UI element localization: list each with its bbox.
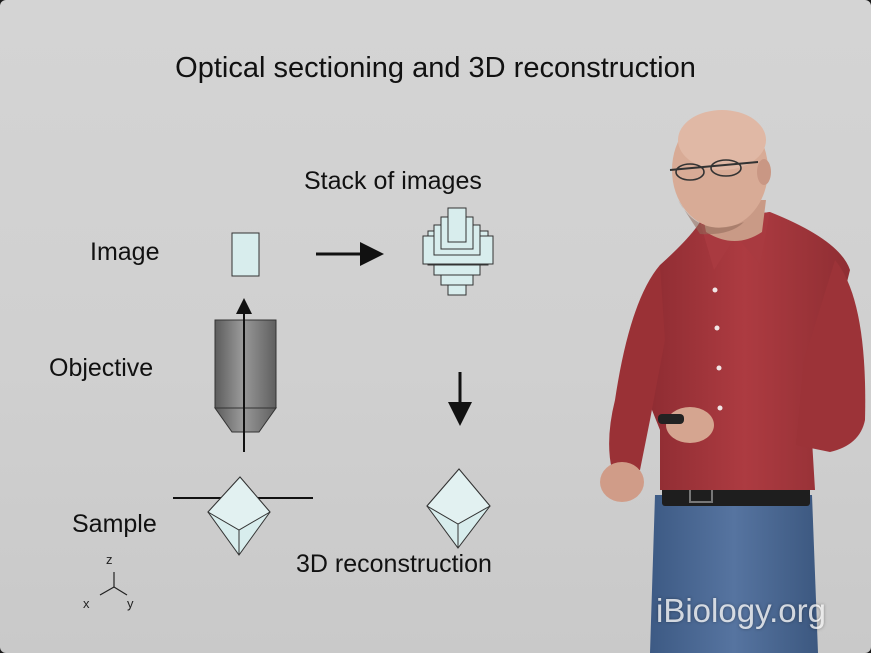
axis-label-x: x bbox=[83, 596, 90, 611]
label-image: Image bbox=[90, 238, 160, 266]
axis-triad bbox=[99, 572, 128, 596]
slide-title: Optical sectioning and 3D reconstruction bbox=[175, 52, 696, 84]
label-sample: Sample bbox=[72, 510, 157, 538]
axis-label-z: z bbox=[106, 552, 113, 567]
label-stack-of-images: Stack of images bbox=[304, 167, 482, 195]
reconstruction-cube bbox=[426, 468, 491, 549]
image-stack bbox=[422, 207, 494, 296]
axis-label-y: y bbox=[127, 596, 134, 611]
presenter bbox=[600, 110, 866, 653]
sample-cube bbox=[207, 476, 271, 556]
ibiology-watermark: iBiology.org bbox=[656, 592, 826, 629]
label-3d-reconstruction: 3D reconstruction bbox=[296, 550, 492, 578]
label-objective: Objective bbox=[49, 354, 154, 382]
image-rectangle bbox=[231, 232, 260, 277]
objective-lens bbox=[214, 319, 277, 433]
